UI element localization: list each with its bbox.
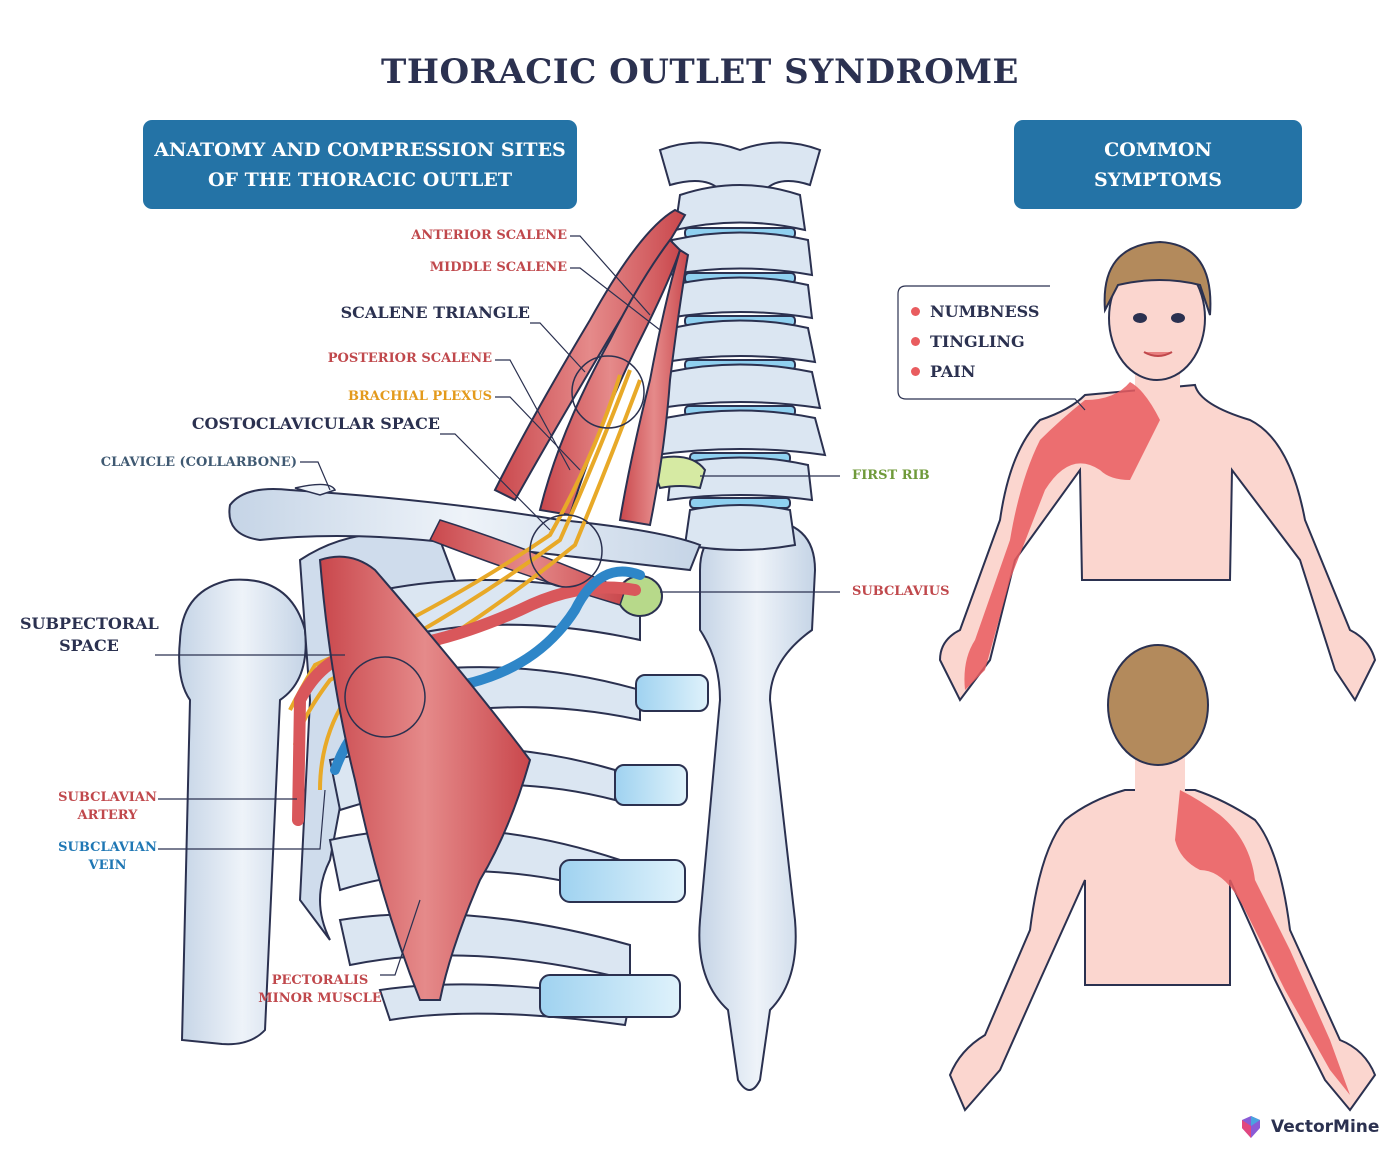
label-subpectoral-space-line-1: SUBPECTORAL: [20, 614, 159, 633]
symptoms-banner-line-1: COMMON: [1104, 138, 1212, 161]
symptoms-banner-line-2: SYMPTOMS: [1093, 168, 1223, 191]
label-subclavius: SUBCLAVIUS: [852, 584, 950, 599]
symptom-item: NUMBNESS: [911, 302, 1039, 321]
label-subclavian-vein-line-1: SUBCLAVIAN: [58, 840, 157, 855]
symptom-item: PAIN: [911, 362, 975, 381]
scalene-triangle-circle: [571, 355, 645, 429]
leader-lines: [155, 235, 840, 976]
back-view-person: [948, 644, 1377, 1112]
label-pectoralis-minor-line-1: PECTORALIS: [271, 973, 369, 988]
label-pectoralis-minor: PECTORALIS MINOR MUSCLE: [255, 972, 385, 1008]
vectormine-logo-icon: [1242, 1116, 1260, 1138]
label-subclavian-artery-line-1: SUBCLAVIAN: [58, 790, 157, 805]
pectoralis-minor-muscle: [318, 555, 532, 1001]
watermark-text: VectorMine: [1271, 1117, 1380, 1137]
bullet-dot-icon: [911, 337, 920, 346]
first-rib-bone: [648, 455, 707, 490]
vectormine-watermark: VectorMine: [1238, 1114, 1379, 1140]
costoclavicular-circle: [529, 514, 603, 588]
cervical-spine: [653, 141, 827, 551]
subclavius-muscle: [617, 575, 663, 617]
symptom-tingling: TINGLING: [930, 332, 1025, 351]
symptom-item: TINGLING: [911, 332, 1025, 351]
label-pectoralis-minor-line-2: MINOR MUSCLE: [258, 991, 382, 1006]
scalene-muscles: [493, 208, 690, 527]
label-subclavian-artery-line-2: ARTERY: [77, 808, 138, 823]
bullet-dot-icon: [911, 367, 920, 376]
bullet-dot-icon: [911, 307, 920, 316]
front-pain-region: [964, 382, 1160, 690]
label-first-rib: FIRST RIB: [852, 468, 930, 483]
label-posterior-scalene: POSTERIOR SCALENE: [327, 351, 492, 366]
symptom-list: NUMBNESS TINGLING PAIN: [897, 286, 1057, 398]
brachial-plexus-nerves: [288, 369, 642, 791]
costal-cartilages: [539, 674, 709, 1018]
anatomy-banner-line-1: ANATOMY AND COMPRESSION SITES: [154, 138, 566, 161]
subpectoral-circle: [344, 656, 426, 738]
anatomy-banner: ANATOMY AND COMPRESSION SITES OF THE THO…: [143, 120, 577, 209]
label-costoclavicular-space: COSTOCLAVICULAR SPACE: [191, 414, 440, 433]
label-subclavian-vein-line-2: VEIN: [88, 858, 127, 873]
page-title: THORACIC OUTLET SYNDROME: [381, 52, 1019, 92]
back-pain-region: [1175, 790, 1350, 1095]
label-subpectoral-space: SUBPECTORAL SPACE: [20, 613, 159, 657]
label-scalene-triangle: SCALENE TRIANGLE: [340, 303, 530, 322]
anatomy-banner-line-2: OF THE THORACIC OUTLET: [208, 168, 512, 191]
humerus-bone: [178, 578, 307, 1046]
label-middle-scalene: MIDDLE SCALENE: [429, 260, 567, 275]
label-subclavian-vein: SUBCLAVIAN VEIN: [50, 839, 165, 875]
symptom-numbness: NUMBNESS: [930, 302, 1040, 321]
symptom-pain: PAIN: [930, 362, 976, 381]
sternum-bone: [698, 518, 817, 1091]
symptom-callout: [897, 285, 1086, 411]
label-clavicle: CLAVICLE (COLLARBONE): [100, 455, 297, 470]
label-anterior-scalene: ANTERIOR SCALENE: [411, 228, 567, 243]
label-subpectoral-space-line-2: SPACE: [59, 636, 119, 655]
symptoms-banner: COMMON SYMPTOMS: [1014, 120, 1302, 209]
label-brachial-plexus: BRACHIAL PLEXUS: [348, 389, 492, 404]
label-subclavian-artery: SUBCLAVIAN ARTERY: [50, 789, 165, 825]
